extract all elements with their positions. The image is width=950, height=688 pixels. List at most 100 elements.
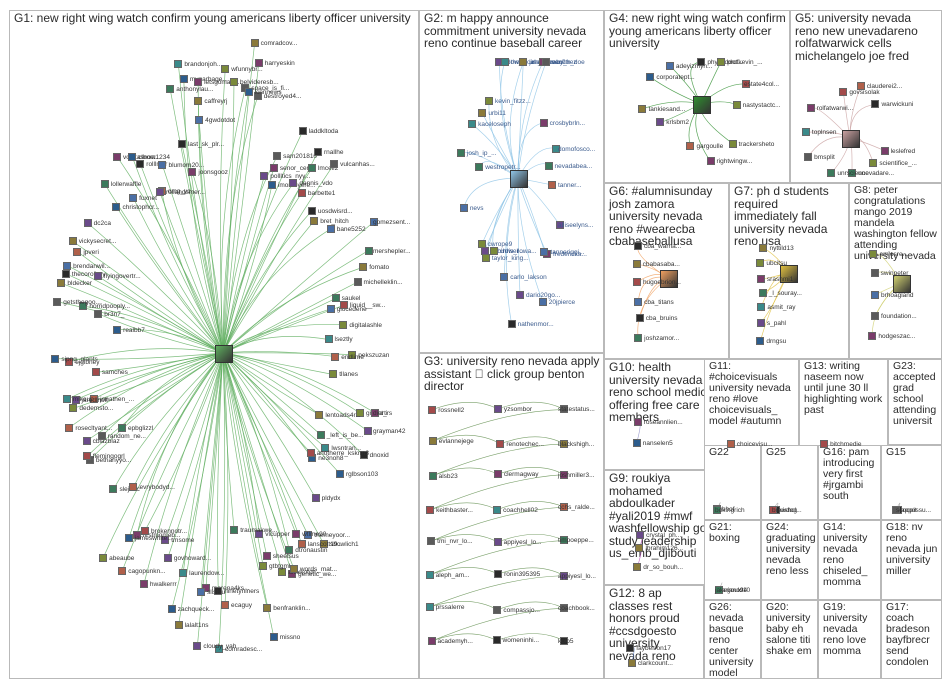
user-node-label[interactable]: s_pahl xyxy=(767,320,786,327)
user-node-label[interactable]: sipng_glants xyxy=(61,356,98,363)
user-node-avatar[interactable] xyxy=(756,259,764,267)
user-node-label[interactable]: anotherre_kskrm3 xyxy=(317,450,369,457)
user-node-label[interactable]: lseztly xyxy=(335,336,353,343)
user-node-label[interactable]: drngsu xyxy=(766,338,786,345)
user-node-avatar[interactable] xyxy=(496,440,504,448)
user-node-label[interactable]: tankiesand... xyxy=(648,106,685,113)
user-node-label[interactable]: abeaube xyxy=(109,555,134,562)
user-node-avatar[interactable] xyxy=(339,321,347,329)
user-node-avatar[interactable] xyxy=(646,73,654,81)
user-node-label[interactable]: coachhell02 xyxy=(503,507,538,514)
user-node-avatar[interactable] xyxy=(501,58,509,66)
user-node-avatar[interactable] xyxy=(289,179,297,187)
user-node-label[interactable]: urbi11 xyxy=(488,110,506,117)
user-node-avatar[interactable] xyxy=(494,538,502,546)
user-node-label[interactable]: krlsbm2 xyxy=(666,119,689,126)
user-node-avatar[interactable] xyxy=(656,118,664,126)
user-node-avatar[interactable] xyxy=(519,58,527,66)
user-node-label[interactable]: ubcitsu xyxy=(766,260,787,267)
user-node-label[interactable]: nevs xyxy=(470,205,484,212)
user-node-label[interactable]: cloudy_yah xyxy=(203,643,236,650)
user-node-avatar[interactable] xyxy=(113,326,121,334)
user-node-label[interactable]: lbrahim126... xyxy=(645,545,683,552)
user-node-avatar[interactable] xyxy=(180,75,188,83)
user-node-label[interactable]: grayman42 xyxy=(373,428,406,435)
user-node-label[interactable]: rnallhe xyxy=(324,149,344,156)
user-node-avatar[interactable] xyxy=(113,153,121,161)
user-node-label[interactable]: scoopit xyxy=(896,507,917,514)
user-node-avatar[interactable] xyxy=(759,244,767,252)
user-node-label[interactable]: _l_souray... xyxy=(769,290,802,297)
user-node-label[interactable]: cba_bruins xyxy=(646,315,678,322)
user-node-label[interactable]: sllsfsu xyxy=(207,589,225,596)
user-node-avatar[interactable] xyxy=(314,148,322,156)
user-node-label[interactable]: foundation... xyxy=(881,313,917,320)
user-node-label[interactable]: dr_so_bouh... xyxy=(643,564,683,571)
user-node-avatar[interactable] xyxy=(263,552,271,560)
user-node-label[interactable]: dedemsto... xyxy=(79,405,113,412)
user-node-avatar[interactable] xyxy=(633,260,641,268)
user-node-label[interactable]: barbette1 xyxy=(308,190,335,197)
user-node-label[interactable]: rollandsmer... xyxy=(166,189,205,196)
user-node-avatar[interactable] xyxy=(156,188,164,196)
user-node-label[interactable]: dict_rs xyxy=(373,410,392,417)
user-node-avatar[interactable] xyxy=(426,571,434,579)
user-node-avatar[interactable] xyxy=(255,59,263,67)
user-node-label[interactable]: michelleklin... xyxy=(364,279,403,286)
user-node-avatar[interactable] xyxy=(310,217,318,225)
user-node-label[interactable]: tmsome xyxy=(171,537,194,544)
user-node-avatar[interactable] xyxy=(51,355,59,363)
user-node-avatar[interactable] xyxy=(807,104,815,112)
hub-node-avatar[interactable] xyxy=(842,130,860,148)
user-node-avatar[interactable] xyxy=(101,180,109,188)
user-node-label[interactable]: westropetr... xyxy=(485,164,520,171)
user-node-avatar[interactable] xyxy=(245,88,253,96)
user-node-label[interactable]: rglbson103 xyxy=(346,471,378,478)
user-node-avatar[interactable] xyxy=(539,298,547,306)
user-node-avatar[interactable] xyxy=(638,105,646,113)
user-node-avatar[interactable] xyxy=(164,554,172,562)
user-node-avatar[interactable] xyxy=(494,470,502,478)
user-node-avatar[interactable] xyxy=(63,395,71,403)
user-node-label[interactable]: missno xyxy=(280,634,301,641)
user-node-avatar[interactable] xyxy=(112,203,120,211)
user-node-label[interactable]: nanselen5 xyxy=(643,440,673,447)
user-node-label[interactable]: nevadabea... xyxy=(555,163,593,170)
user-node-avatar[interactable] xyxy=(475,163,483,171)
user-node-avatar[interactable] xyxy=(194,97,202,105)
user-node-label[interactable]: cbabasaba... xyxy=(643,261,680,268)
user-node-avatar[interactable] xyxy=(354,278,362,286)
user-node-label[interactable]: getsthegoo... xyxy=(63,299,101,306)
user-node-label[interactable]: kevin_fitzz... xyxy=(495,98,531,105)
user-node-avatar[interactable] xyxy=(193,642,201,650)
user-node-avatar[interactable] xyxy=(634,298,642,306)
user-node-label[interactable]: clarkcount... xyxy=(638,660,673,667)
user-node-avatar[interactable] xyxy=(53,298,61,306)
user-node-avatar[interactable] xyxy=(230,526,238,534)
user-node-avatar[interactable] xyxy=(869,250,877,258)
user-node-avatar[interactable] xyxy=(259,562,267,570)
user-node-avatar[interactable] xyxy=(312,494,320,502)
user-node-avatar[interactable] xyxy=(868,332,876,340)
user-node-label[interactable]: cba_titans xyxy=(644,299,674,306)
user-node-label[interactable]: lollerwaffle xyxy=(111,181,142,188)
user-node-avatar[interactable] xyxy=(330,160,338,168)
user-node-avatar[interactable] xyxy=(315,411,323,419)
user-node-avatar[interactable] xyxy=(468,120,476,128)
user-node-label[interactable]: mershepler... xyxy=(373,248,411,255)
user-node-avatar[interactable] xyxy=(634,242,642,250)
user-node-label[interactable]: zachqueck... xyxy=(178,606,215,613)
user-node-avatar[interactable] xyxy=(426,603,434,611)
user-node-avatar[interactable] xyxy=(118,424,126,432)
user-node-label[interactable]: evlannejege xyxy=(439,438,474,445)
user-node-avatar[interactable] xyxy=(636,314,644,322)
user-node-label[interactable]: cwrope9 xyxy=(488,241,513,248)
user-node-avatar[interactable] xyxy=(270,164,278,172)
user-node-avatar[interactable] xyxy=(540,119,548,127)
user-node-label[interactable]: nathenmor... xyxy=(518,321,554,328)
user-node-label[interactable]: anthonylau... xyxy=(176,86,213,93)
user-node-avatar[interactable] xyxy=(871,100,879,108)
user-node-label[interactable]: trackersheto xyxy=(739,141,775,148)
user-node-label[interactable]: keithbaster... xyxy=(436,507,473,514)
user-node-label[interactable]: profkevin_... xyxy=(727,59,762,66)
